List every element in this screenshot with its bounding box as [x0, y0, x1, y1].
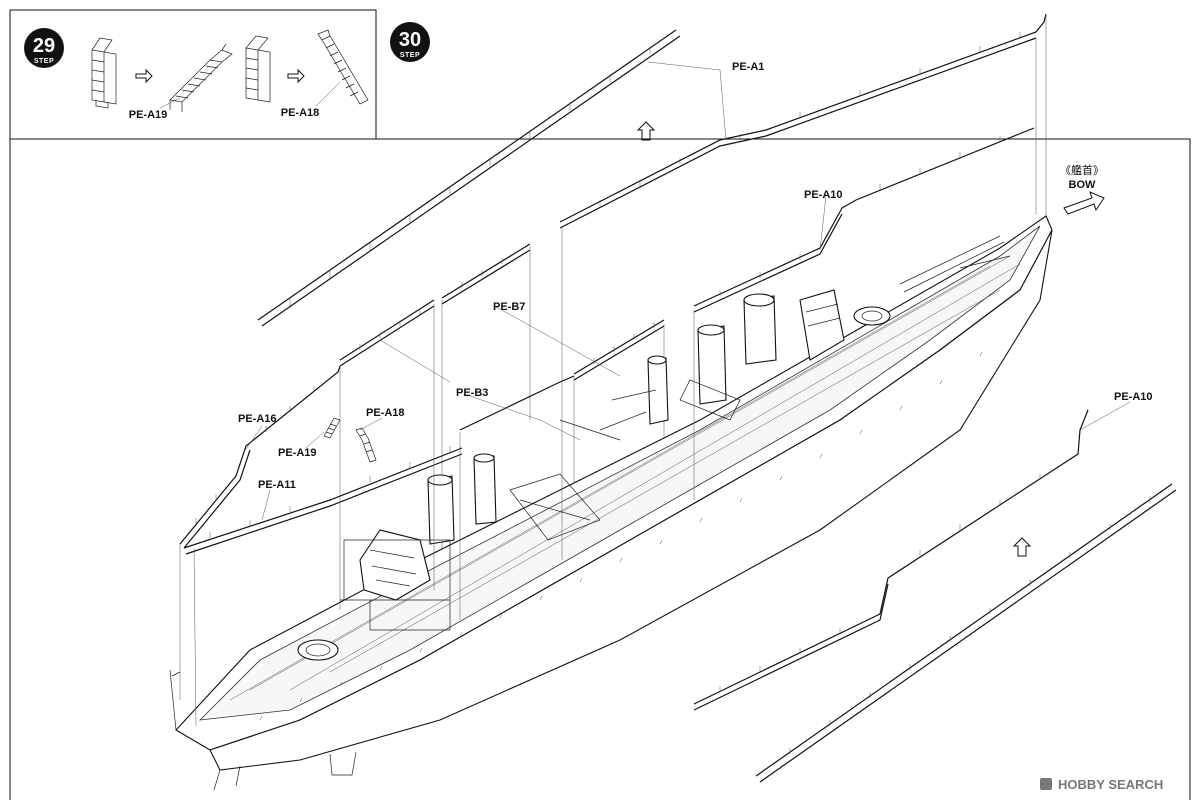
bow-label-english: BOW — [1069, 179, 1097, 191]
ladder-pe-a18-fitted — [355, 427, 377, 463]
rail-pe-a10-right — [693, 409, 1089, 711]
label-pe-a16: PE-A16 — [238, 413, 277, 425]
rail-pe-a16-a11 — [179, 365, 463, 700]
leader-lines — [193, 61, 1131, 727]
rail-pe-b3 — [339, 299, 665, 560]
arrow-icon — [287, 68, 305, 84]
step-badge-30: 30 STEP — [390, 22, 430, 62]
label-pe-b7: PE-B7 — [493, 301, 525, 313]
step-word-29: STEP — [34, 58, 54, 65]
ladder-part-folded-a19 — [91, 37, 117, 109]
bow-indicator: 《艦首》 BOW — [1060, 163, 1105, 215]
superstructure — [297, 235, 1011, 661]
watermark-text: HOBBY SEARCH — [1058, 777, 1163, 792]
rail-pe-a1 — [559, 13, 1047, 229]
bow-label-japanese: 《艦首》 — [1060, 163, 1104, 177]
inset-label-pe-a18: PE-A18 — [281, 107, 320, 119]
ladder-part-unfolded-a18 — [317, 29, 369, 105]
rail-long-lower-right — [755, 483, 1177, 783]
ladder-pe-a19-fitted — [323, 417, 341, 439]
label-pe-a11: PE-A11 — [258, 479, 296, 491]
rail-pe-a10-upper — [693, 127, 1035, 313]
step-badge-29: 29 STEP — [24, 28, 64, 68]
label-pe-b3: PE-B3 — [456, 387, 488, 399]
hobby-search-logo-icon — [1040, 778, 1052, 790]
placement-arrow-icon — [636, 121, 656, 141]
placement-arrow-icon — [1012, 537, 1032, 557]
watermark: HOBBY SEARCH — [1040, 777, 1163, 792]
inset-border — [9, 9, 377, 140]
step-number-30: 30 — [399, 29, 421, 51]
step-number-29: 29 — [33, 35, 55, 57]
ladder-part-folded-a18 — [245, 35, 271, 103]
inset-label-pe-a19: PE-A19 — [129, 109, 168, 121]
label-pe-a19: PE-A19 — [278, 447, 317, 459]
ship-hull — [169, 215, 1053, 791]
label-pe-a10-top: PE-A10 — [804, 189, 843, 201]
rail-long-upper-left — [257, 29, 681, 327]
label-pe-a1: PE-A1 — [732, 61, 764, 73]
arrow-icon — [135, 68, 153, 84]
ladder-part-unfolded-a19 — [169, 43, 233, 112]
step-inset-panel: 29 STEP PE-A19 PE-A18 — [9, 9, 1191, 800]
rail-pe-b7 — [441, 243, 531, 560]
main-frame — [9, 138, 1191, 800]
label-pe-a18: PE-A18 — [366, 407, 405, 419]
step-word-30: STEP — [400, 52, 420, 59]
label-pe-a10-right: PE-A10 — [1114, 391, 1153, 403]
bow-direction-arrow-icon — [1063, 191, 1105, 215]
